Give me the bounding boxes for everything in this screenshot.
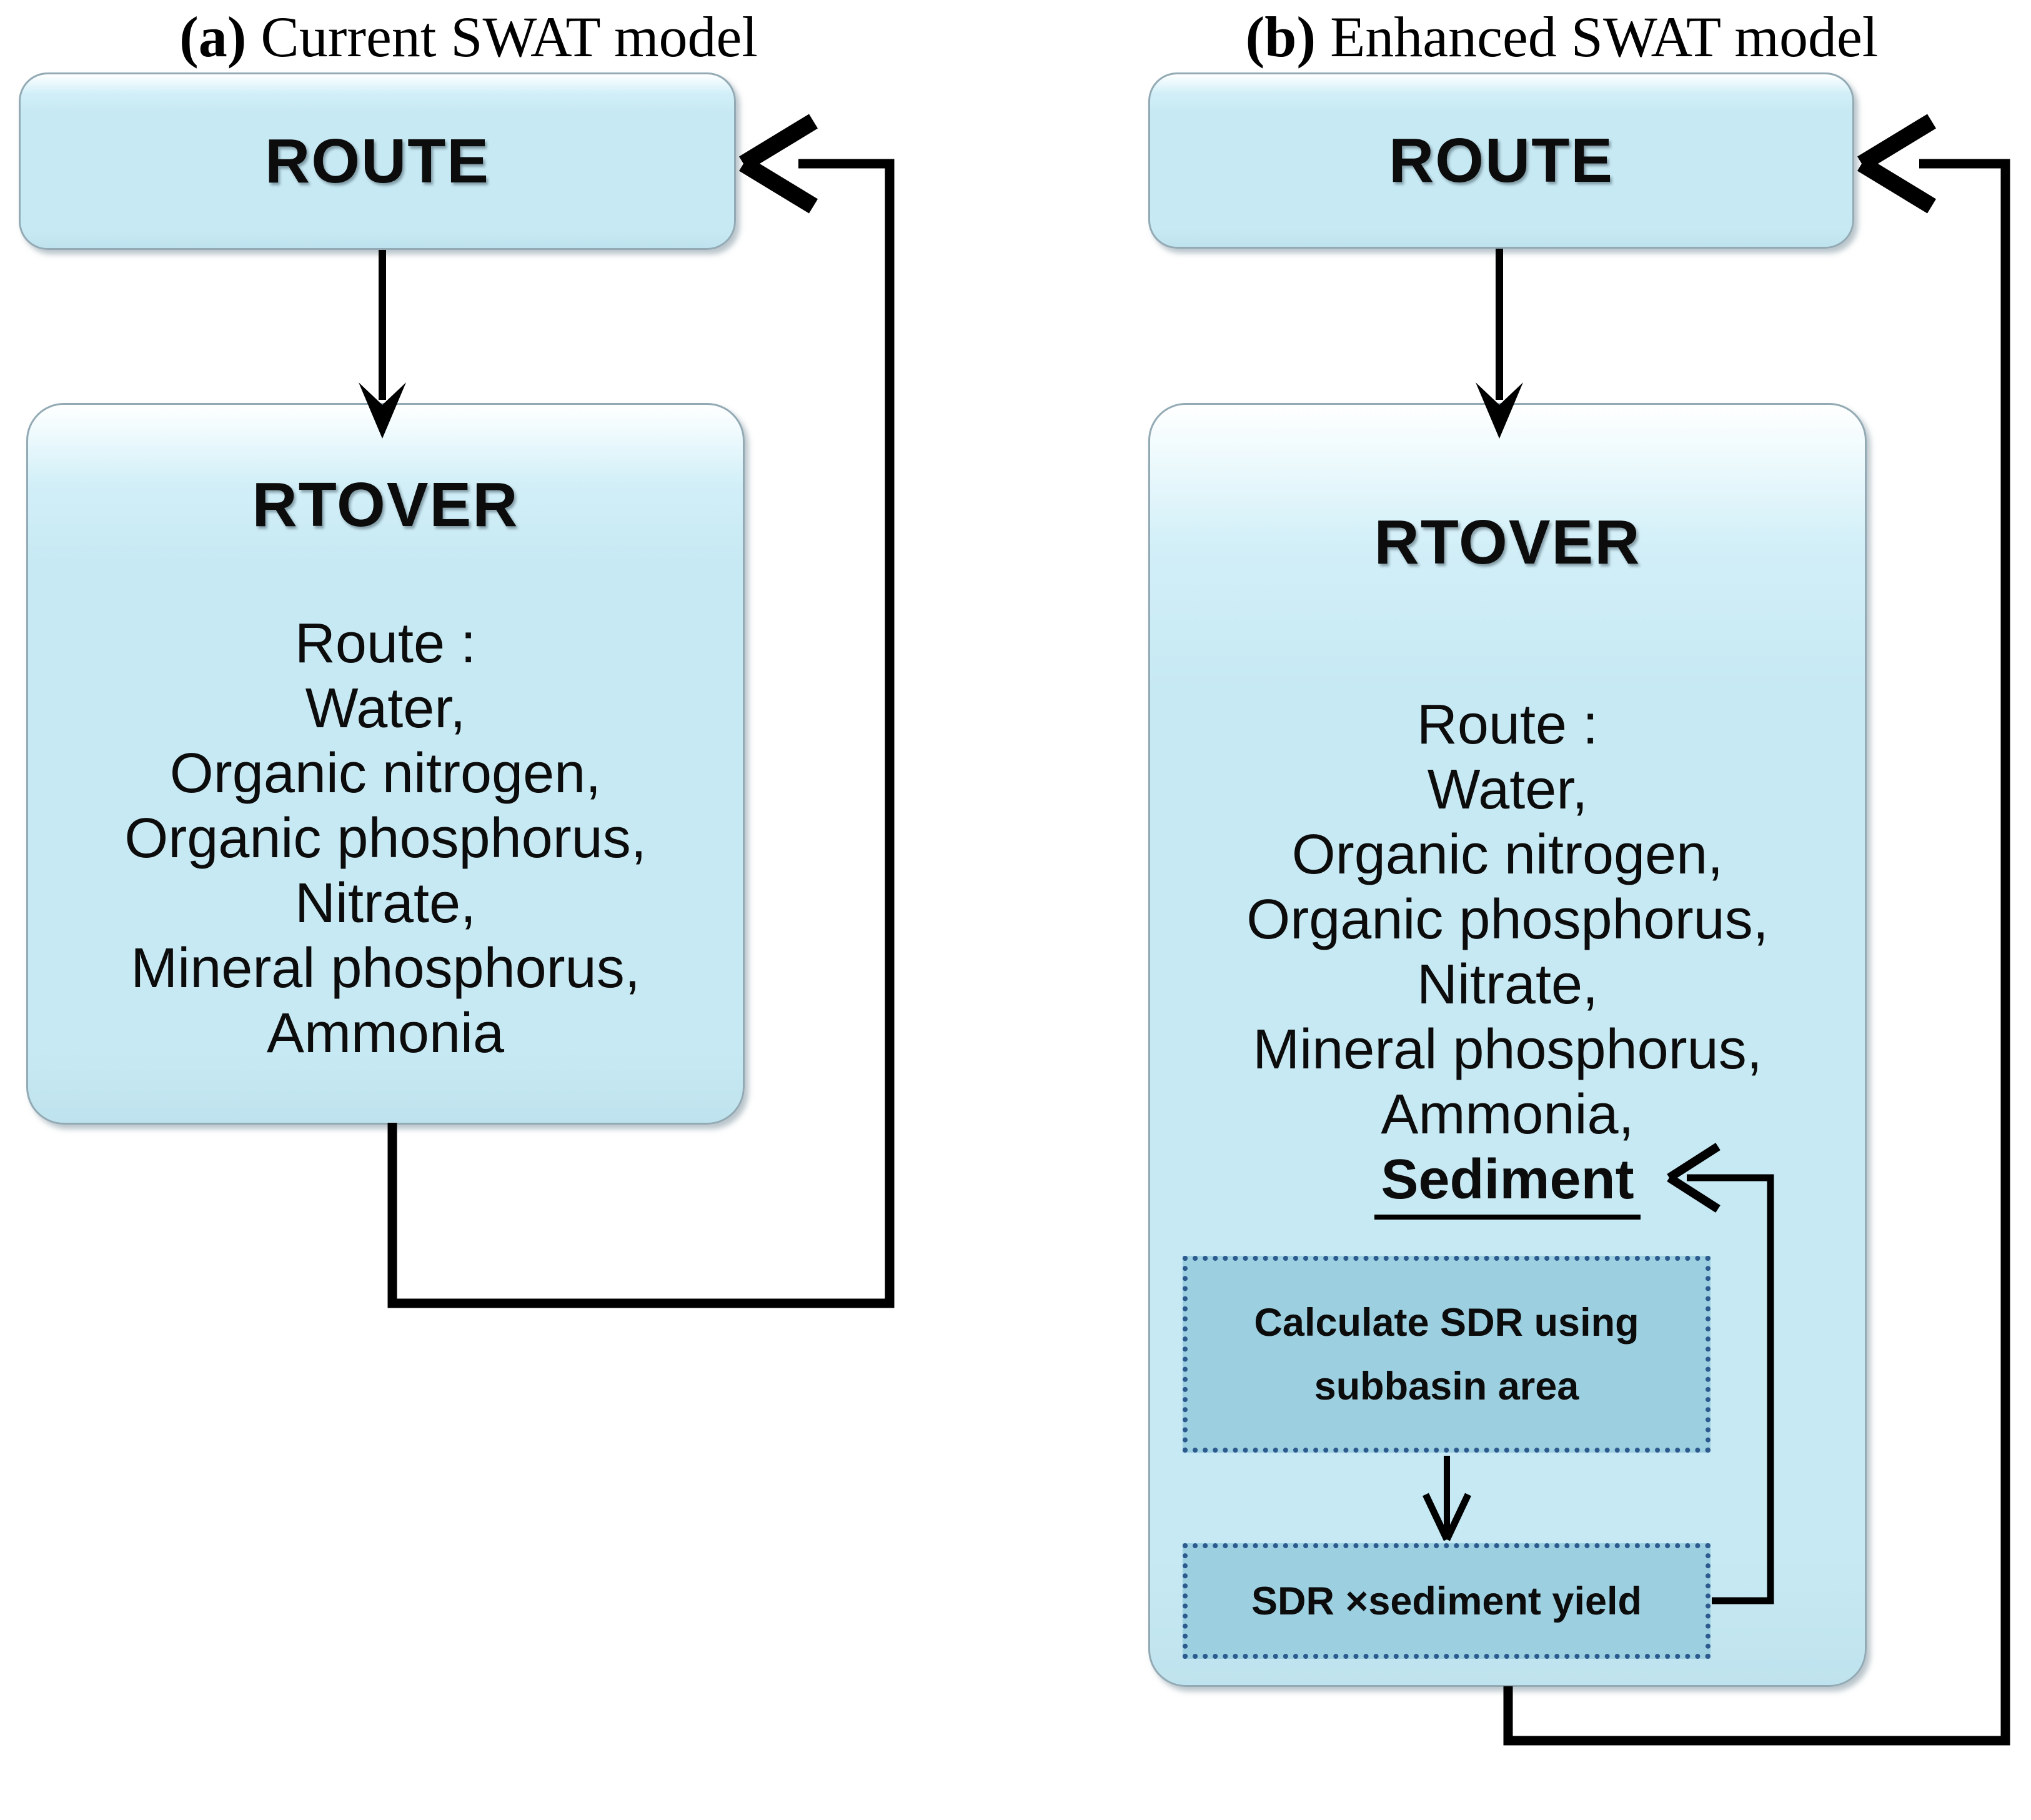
route-item: Organic nitrogen, [1291, 823, 1724, 886]
panel-b-route-label: ROUTE [1389, 126, 1614, 196]
calculate-sdr-line2: subbasin area [1314, 1364, 1579, 1408]
panel-b-route-box: ROUTE [1148, 72, 1854, 249]
panel-b-rtover-label: RTOVER [1374, 507, 1641, 577]
calc-post: using [1523, 1300, 1639, 1345]
route-item: Ammonia [266, 1002, 505, 1065]
calc-sdr: SDR [1440, 1300, 1524, 1345]
calc-pre: Calculate [1254, 1300, 1441, 1345]
panel-b-title-text: Enhanced SWAT model [1316, 5, 1879, 69]
route-item: Mineral phosphorus, [1253, 1018, 1762, 1081]
route-item: Route : [1416, 694, 1599, 756]
route-item: Route : [294, 612, 477, 675]
panel-b-route-list: Route : Water, Organic nitrogen, Organic… [1246, 692, 1769, 1220]
calculate-sdr-box: Calculate SDR using subbasin area [1183, 1256, 1711, 1453]
route-item: Mineral phosphorus, [131, 937, 640, 1000]
panel-a-route-label: ROUTE [265, 126, 490, 196]
mult-sdr: SDR [1251, 1579, 1335, 1623]
panel-a-route-box: ROUTE [19, 72, 736, 250]
panel-a-route-list: Route : Water, Organic nitrogen, Organic… [124, 611, 647, 1066]
mult-post: ×sediment yield [1334, 1579, 1642, 1623]
panel-a-title: (a) Current SWAT model [50, 0, 887, 74]
route-item: Water, [1427, 758, 1588, 821]
panel-b-title-prefix: (b) [1245, 5, 1316, 69]
panel-a-rtover-label: RTOVER [252, 470, 519, 540]
panel-b-rtover-box: RTOVER Route : Water, Organic nitrogen, … [1148, 403, 1867, 1687]
sdr-multiply-line: SDR ×sediment yield [1251, 1569, 1642, 1633]
route-item: Organic phosphorus, [1246, 888, 1769, 951]
route-item: Nitrate, [294, 872, 477, 935]
calculate-sdr-line1: Calculate SDR using [1254, 1291, 1639, 1355]
panel-a-title-prefix: (a) [179, 5, 247, 69]
sdr-multiply-box: SDR ×sediment yield [1183, 1543, 1711, 1659]
route-item: Water, [305, 677, 466, 740]
panel-a-rtover-box: RTOVER Route : Water, Organic nitrogen, … [26, 403, 745, 1125]
sediment-label: Sediment [1374, 1148, 1641, 1220]
panel-a-title-text: Current SWAT model [246, 5, 758, 69]
route-item: Organic phosphorus, [124, 807, 647, 870]
panel-b-title: (b) Enhanced SWAT model [1118, 0, 2005, 74]
sediment-item: Sediment [1374, 1147, 1641, 1220]
route-item: Organic nitrogen, [169, 742, 602, 805]
route-item: Nitrate, [1416, 953, 1599, 1016]
route-item: Ammonia, [1381, 1083, 1634, 1146]
